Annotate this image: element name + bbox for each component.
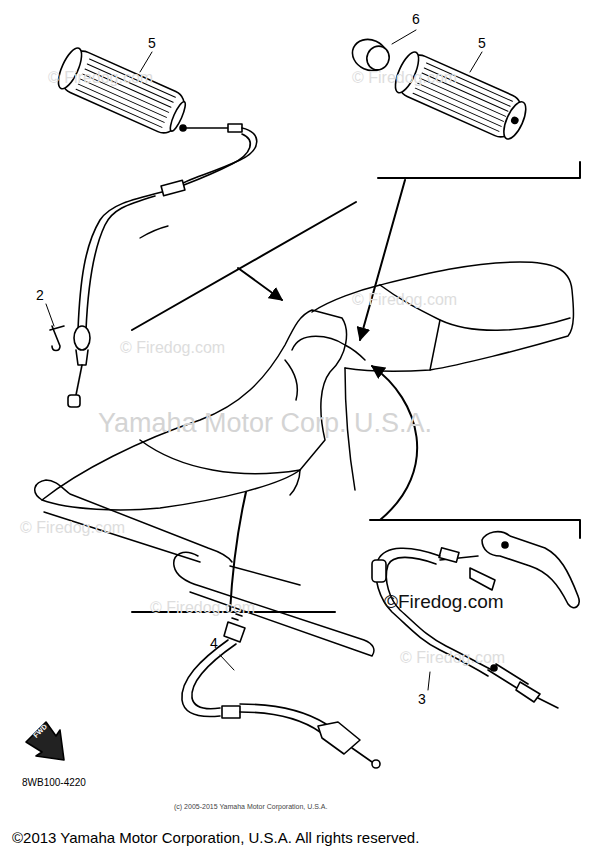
grip [391,49,531,144]
throttle-cable [50,124,257,407]
watermark: © Firedog.com [48,70,153,86]
copyright-note: (c) 2005-2015 Yamaha Motor Corporation, … [174,803,327,810]
watermark: © Firedog.com [120,340,225,356]
watermark: Yamaha Motor Corp. U.S.A. [98,410,432,437]
watermark: © Firedog.com [150,600,255,616]
watermark: ©Firedog.com [384,592,504,611]
callout-number: 2 [36,288,44,302]
watermark: © Firedog.com [352,70,457,86]
snowmobile [35,262,574,656]
watermark: © Firedog.com [20,520,125,536]
figure-code: 8WB100-4220 [22,778,86,788]
cable [182,614,380,768]
brake-cable [372,532,579,708]
grip [54,45,191,138]
watermark: © Firedog.com [400,650,505,666]
callout-number: 3 [418,692,426,706]
watermark: © Firedog.com [352,292,457,308]
callout-number: 5 [478,36,486,50]
callout-number: 6 [412,12,420,26]
copyright-line: ©2013 Yamaha Motor Corporation, U.S.A. A… [12,830,419,845]
callout-number: 4 [210,636,218,650]
callout-number: 5 [148,36,156,50]
fwd-arrow [26,722,64,760]
